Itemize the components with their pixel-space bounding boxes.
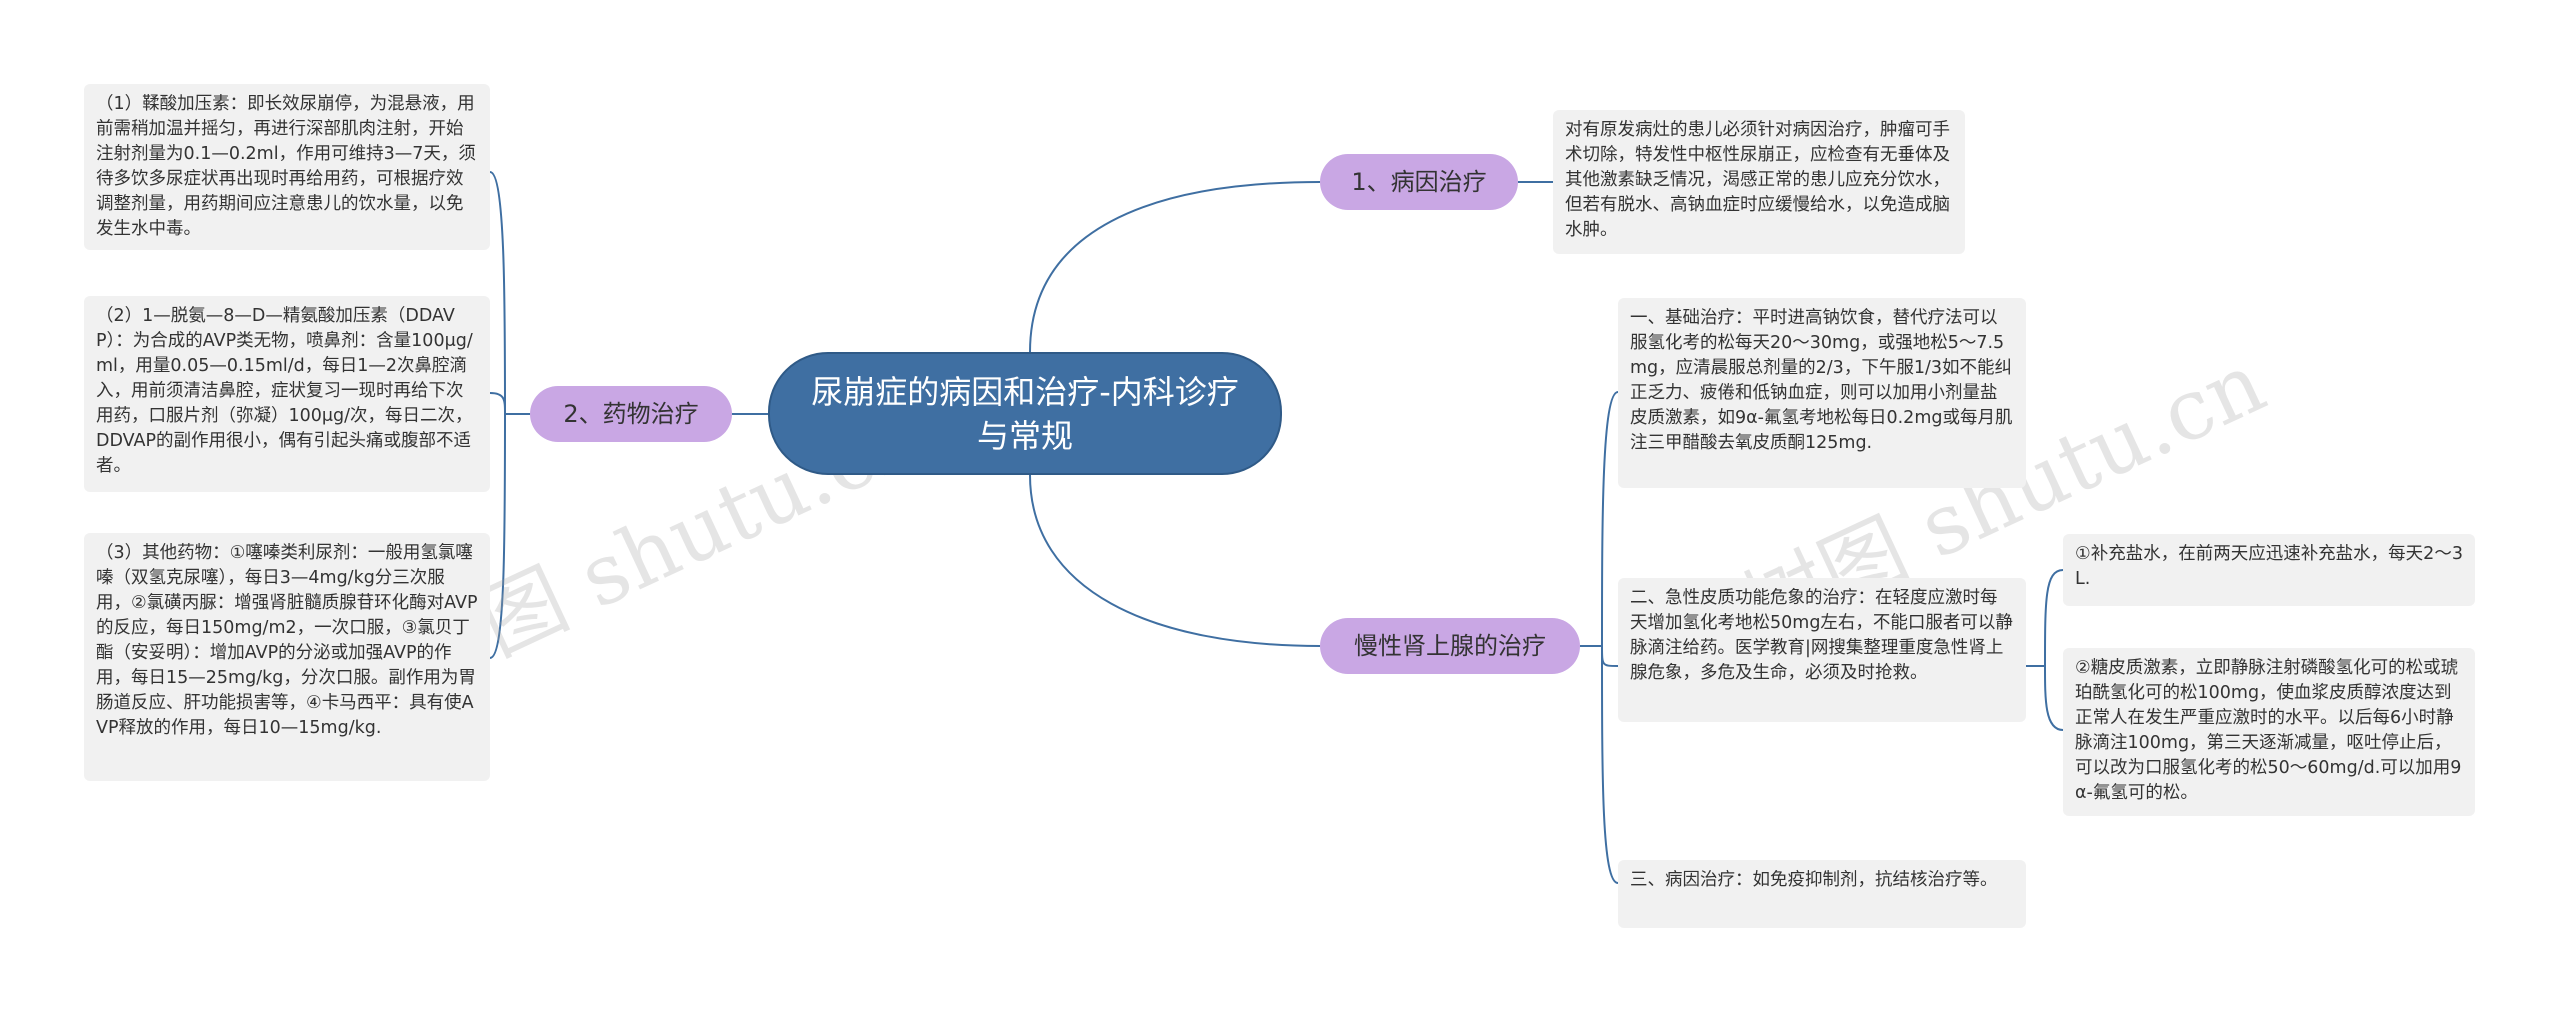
drug-item-3[interactable]: （3）其他药物：①噻嗪类利尿剂：一般用氢氯噻嗪（双氢克尿噻），每日3—4mg/k… <box>84 533 490 781</box>
leaf-text: 二、急性皮质功能危象的治疗：在轻度应激时每天增加氢化考地松50mg左右，不能口服… <box>1630 588 2013 683</box>
crisis-sub-item-saline[interactable]: ①补充盐水，在前两天应迅速补充盐水，每天2～3L. <box>2063 534 2475 606</box>
leaf-text: （3）其他药物：①噻嗪类利尿剂：一般用氢氯噻嗪（双氢克尿噻），每日3—4mg/k… <box>96 543 478 738</box>
branch-label: 1、病因治疗 <box>1351 168 1487 196</box>
root-title: 尿崩症的病因和治疗-内科诊疗与常规 <box>811 372 1239 455</box>
adrenal-basic-treatment[interactable]: 一、基础治疗：平时进高钠饮食，替代疗法可以服氢化考的松每天20～30mg，或强地… <box>1618 298 2026 488</box>
crisis-sub-item-glucocorticoid[interactable]: ②糖皮质激素，立即静脉注射磷酸氢化可的松或琥珀酰氢化可的松100mg，使血浆皮质… <box>2063 648 2475 816</box>
adrenal-crisis-treatment[interactable]: 二、急性皮质功能危象的治疗：在轻度应激时每天增加氢化考地松50mg左右，不能口服… <box>1618 578 2026 722</box>
drug-item-1[interactable]: （1）鞣酸加压素：即长效尿崩停，为混悬液，用前需稍加温并摇匀，再进行深部肌肉注射… <box>84 84 490 250</box>
leaf-text: ①补充盐水，在前两天应迅速补充盐水，每天2～3L. <box>2075 544 2463 589</box>
branch-label: 2、药物治疗 <box>563 400 699 428</box>
leaf-text: 三、病因治疗：如免疫抑制剂，抗结核治疗等。 <box>1630 870 1998 890</box>
leaf-text: （2）1—脱氨—8—D—精氨酸加压素（DDAVP）：为合成的AVP类无物，喷鼻剂… <box>96 306 473 476</box>
adrenal-cause-treatment[interactable]: 三、病因治疗：如免疫抑制剂，抗结核治疗等。 <box>1618 860 2026 928</box>
note-cause-treatment[interactable]: 对有原发病灶的患儿必须针对病因治疗，肿瘤可手术切除，特发性中枢性尿崩正，应检查有… <box>1553 110 1965 254</box>
leaf-text: 对有原发病灶的患儿必须针对病因治疗，肿瘤可手术切除，特发性中枢性尿崩正，应检查有… <box>1565 120 1950 240</box>
link-root-cause <box>1029 181 1321 353</box>
link-adrenal-items <box>1580 391 1619 884</box>
branch-cause-treatment[interactable]: 1、病因治疗 <box>1320 154 1518 210</box>
leaf-text: （1）鞣酸加压素：即长效尿崩停，为混悬液，用前需稍加温并摇匀，再进行深部肌肉注射… <box>96 94 476 239</box>
branch-label: 慢性肾上腺的治疗 <box>1354 632 1546 660</box>
leaf-text: 一、基础治疗：平时进高钠饮食，替代疗法可以服氢化考的松每天20～30mg，或强地… <box>1630 308 2013 453</box>
branch-adrenal-treatment[interactable]: 慢性肾上腺的治疗 <box>1320 618 1580 674</box>
link-emergency-subs <box>2025 569 2064 731</box>
drug-item-2[interactable]: （2）1—脱氨—8—D—精氨酸加压素（DDAVP）：为合成的AVP类无物，喷鼻剂… <box>84 296 490 492</box>
link-root-adrenal <box>1029 474 1321 647</box>
branch-drug-treatment[interactable]: 2、药物治疗 <box>530 386 732 442</box>
leaf-text: ②糖皮质激素，立即静脉注射磷酸氢化可的松或琥珀酰氢化可的松100mg，使血浆皮质… <box>2075 658 2462 803</box>
root-topic[interactable]: 尿崩症的病因和治疗-内科诊疗与常规 <box>768 352 1282 475</box>
link-drug-items <box>489 171 530 659</box>
